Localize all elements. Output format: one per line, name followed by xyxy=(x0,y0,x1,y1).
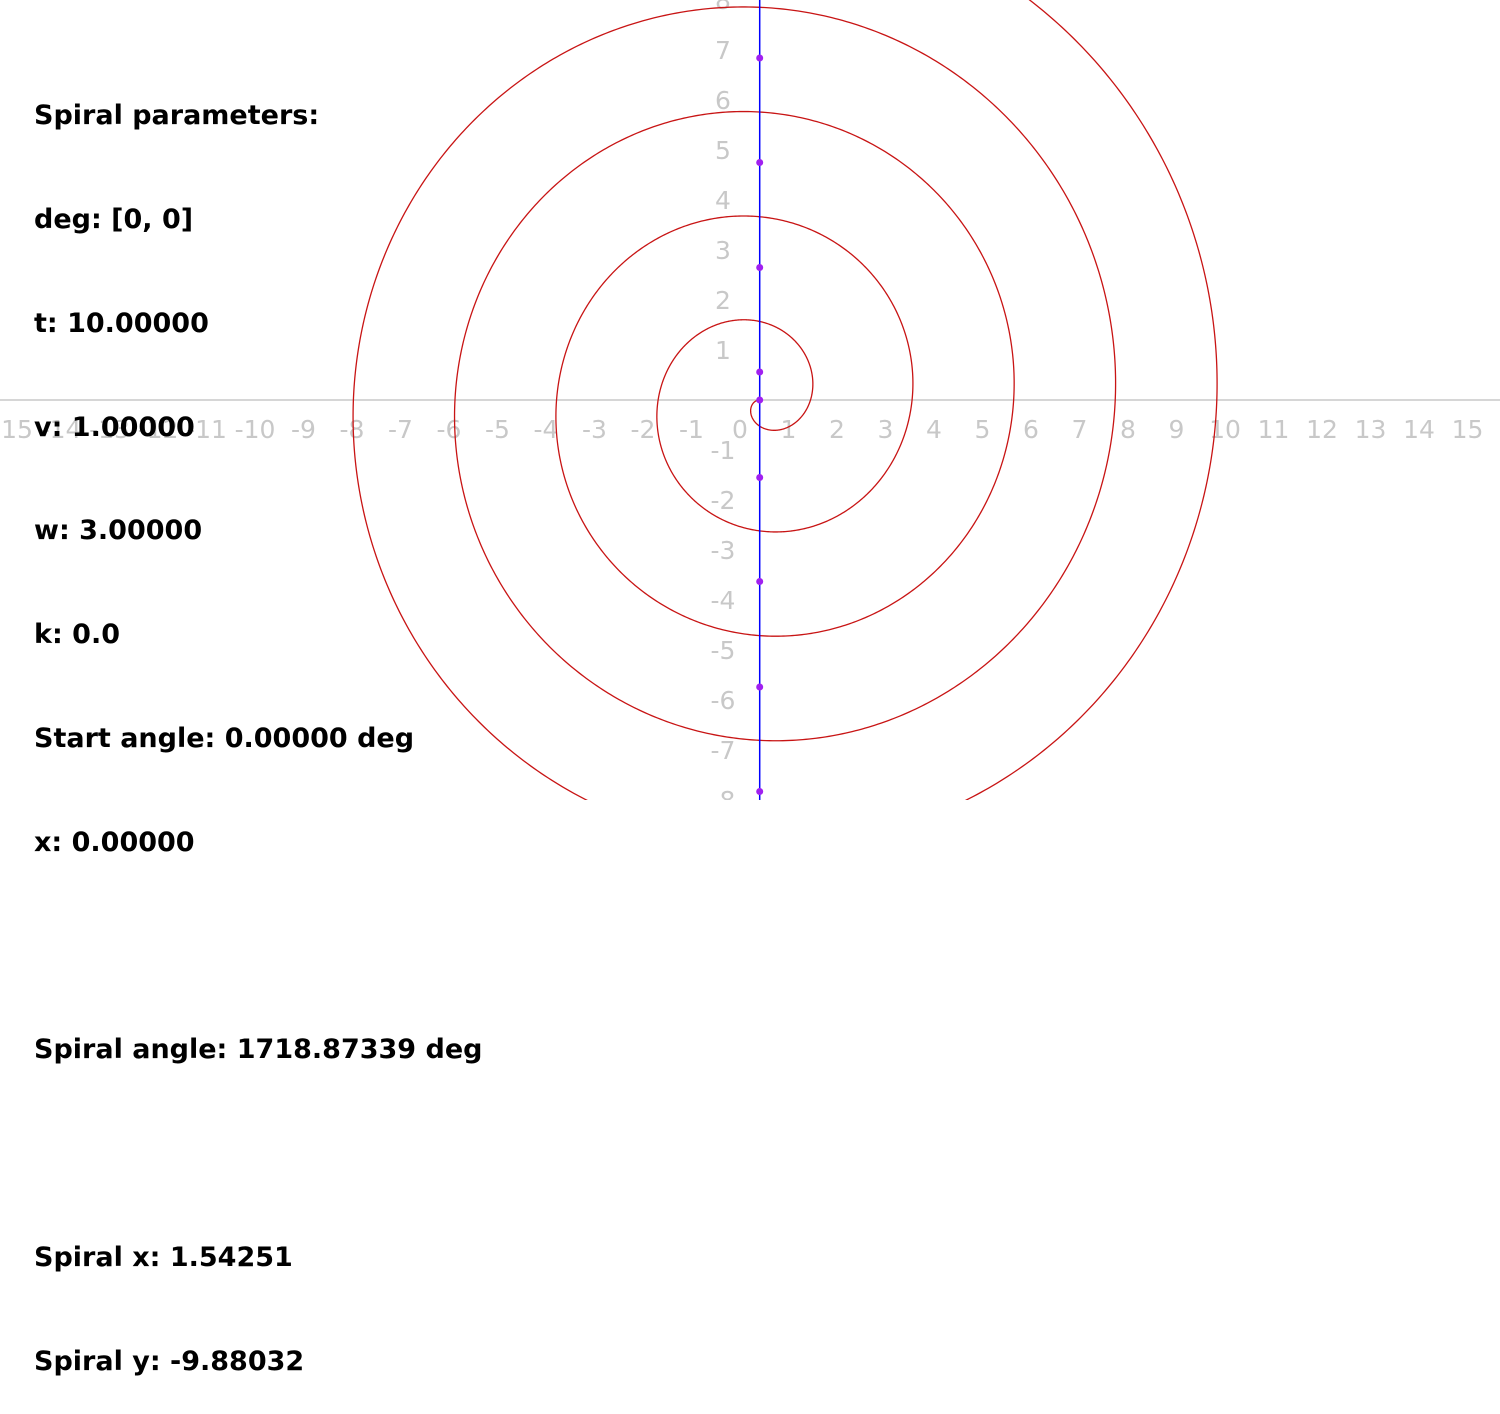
x-tick-label: 9 xyxy=(1169,415,1185,444)
x-tick-label: 6 xyxy=(1023,415,1039,444)
x-tick-label: -8 xyxy=(340,415,365,444)
x-tick-label: 1 xyxy=(781,415,797,444)
params-heading: Spiral parameters: xyxy=(34,100,320,132)
y-tick-label: 1 xyxy=(715,336,731,365)
y-tick-label: -4 xyxy=(711,586,736,615)
param-t: t: 10.00000 xyxy=(34,307,209,339)
intersection-point xyxy=(756,159,764,166)
spiral-angle: Spiral angle: 1718.87339 deg xyxy=(34,1034,483,1066)
x-tick-label: -15 xyxy=(0,415,33,444)
x-tick-label: -10 xyxy=(235,415,276,444)
param-x: x: 0.00000 xyxy=(34,826,195,858)
intersection-point xyxy=(756,396,764,404)
x-tick-label: -7 xyxy=(388,415,413,444)
x-tick-label: -9 xyxy=(291,415,316,444)
x-tick-label: 4 xyxy=(926,415,942,444)
intersection-point xyxy=(756,474,764,481)
spiral-x: Spiral x: 1.54251 xyxy=(34,1241,293,1273)
spiral-y: Spiral y: -9.88032 xyxy=(34,1345,305,1377)
x-tick-label: -3 xyxy=(582,415,607,444)
x-tick-label: 8 xyxy=(1120,415,1136,444)
x-tick-label: -6 xyxy=(437,415,462,444)
param-v: v: 1.00000 xyxy=(34,411,195,443)
intersection-point xyxy=(756,788,764,795)
intersection-point xyxy=(756,683,764,691)
x-tick-label: 7 xyxy=(1072,415,1088,444)
intersection-point xyxy=(756,264,764,271)
info-panel: Spiral parameters: deg: [0, 0] t: 10.000… xyxy=(34,30,482,1414)
y-tick-label: 3 xyxy=(715,236,731,265)
y-tick-label: 6 xyxy=(715,86,731,115)
y-tick-label: 2 xyxy=(715,286,731,315)
spiral-curve-group xyxy=(352,0,1218,800)
x-tick-label: 12 xyxy=(1306,415,1338,444)
x-tick-label: 13 xyxy=(1355,415,1387,444)
y-tick-label: -3 xyxy=(711,536,736,565)
spiral-plot: -15-14-13-12-11-10-9-8-7-6-5-4-3-2-10123… xyxy=(0,0,1500,800)
param-deg: deg: [0, 0] xyxy=(34,203,194,235)
info-spacer xyxy=(34,1137,482,1172)
y-tick-label: -1 xyxy=(711,436,736,465)
x-tick-label: 14 xyxy=(1403,415,1435,444)
param-start-angle: Start angle: 0.00000 deg xyxy=(34,722,415,754)
y-tick-label: -2 xyxy=(711,486,736,515)
x-tick-label: -13 xyxy=(89,415,130,444)
intersection-points xyxy=(756,54,764,795)
x-tick-label: 2 xyxy=(829,415,845,444)
x-tick-label: -2 xyxy=(631,415,656,444)
intersection-point xyxy=(756,368,764,376)
intersection-point xyxy=(756,578,764,585)
y-tick-label: -8 xyxy=(711,786,736,800)
y-tick-label: -7 xyxy=(711,736,736,765)
y-tick-label: 7 xyxy=(715,36,731,65)
x-tick-label: 0 xyxy=(732,415,748,444)
x-tick-label: 11 xyxy=(1258,415,1290,444)
info-spacer xyxy=(34,929,482,964)
param-k: k: 0.0 xyxy=(34,619,120,651)
x-tick-label: -11 xyxy=(186,415,227,444)
x-tick-label: -5 xyxy=(485,415,510,444)
y-tick-label: -5 xyxy=(711,636,736,665)
spiral-curve xyxy=(352,0,1218,800)
y-tick-label: 4 xyxy=(715,186,731,215)
x-tick-label: -12 xyxy=(138,415,179,444)
y-tick-label: -6 xyxy=(711,686,736,715)
x-tick-label: -14 xyxy=(41,415,82,444)
param-w: w: 3.00000 xyxy=(34,515,203,547)
x-tick-label: 15 xyxy=(1452,415,1484,444)
x-tick-label: 5 xyxy=(975,415,991,444)
x-tick-label: 3 xyxy=(878,415,894,444)
x-tick-label: -4 xyxy=(534,415,559,444)
intersection-point xyxy=(756,54,764,62)
y-tick-label: 5 xyxy=(715,136,731,165)
tick-labels: -15-14-13-12-11-10-9-8-7-6-5-4-3-2-10123… xyxy=(0,0,1483,800)
x-tick-label: -1 xyxy=(679,415,704,444)
